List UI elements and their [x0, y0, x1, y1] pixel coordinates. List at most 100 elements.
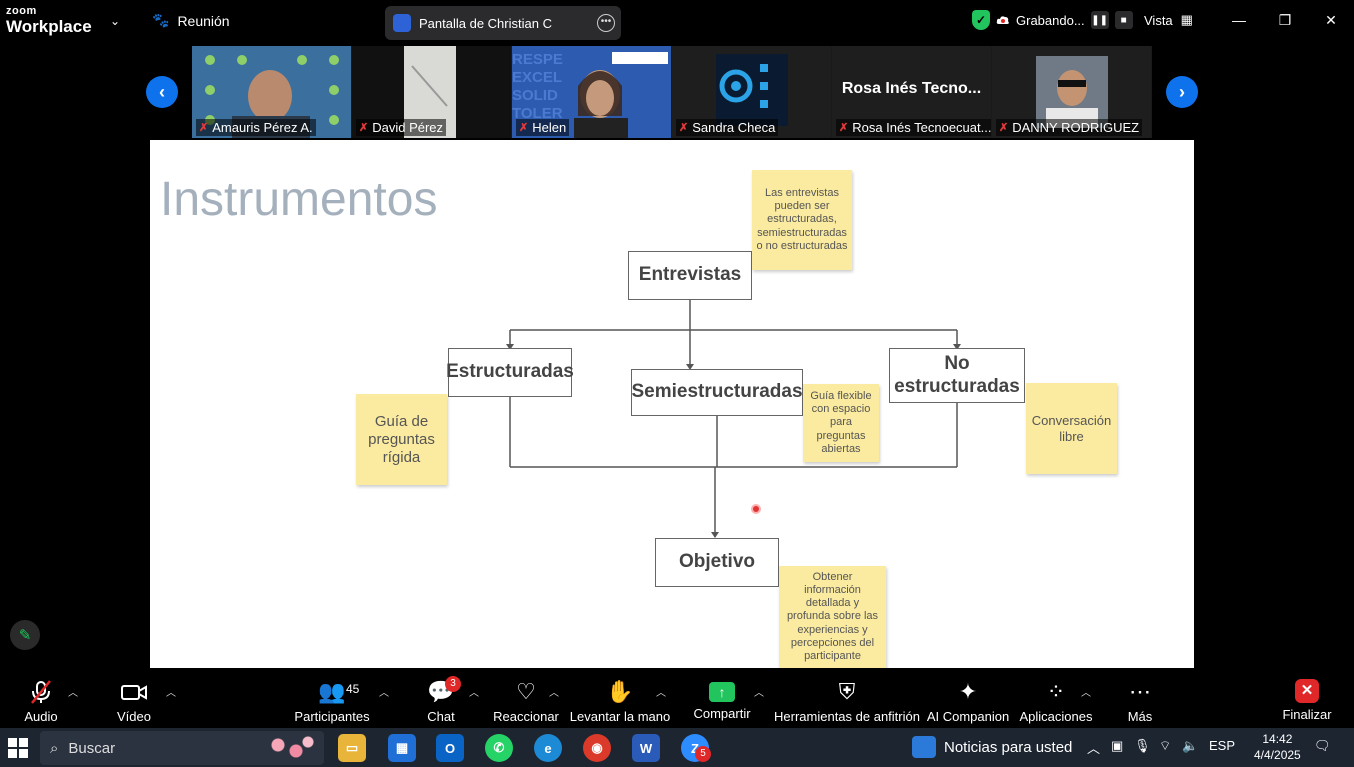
heart-icon: ♡	[516, 679, 536, 704]
gallery-prev-button[interactable]: ‹	[146, 76, 178, 108]
news-label: Noticias para usted	[944, 738, 1073, 756]
participant-tile[interactable]: ✗David Pérez	[352, 46, 511, 138]
participants-options-caret[interactable]: ︿	[379, 688, 389, 699]
share-options-caret[interactable]: ︿	[754, 688, 764, 699]
meeting-menu[interactable]: 🐾 Reunión	[152, 12, 230, 29]
notifications-icon[interactable]: 🗨	[1314, 738, 1331, 753]
encryption-shield-icon[interactable]: ✓	[972, 10, 990, 30]
video-options-caret[interactable]: ︿	[166, 688, 176, 699]
participant-tile[interactable]: ✗Sandra Checa	[672, 46, 831, 138]
sticky-note-estructuradas: Guía de preguntas rígida	[356, 394, 447, 485]
audio-options-caret[interactable]: ︿	[68, 688, 78, 699]
raise-hand-button[interactable]: ✋ Levantar la mano	[570, 670, 670, 728]
brand-bottom: Workplace	[6, 17, 92, 36]
end-x-icon: ✕	[1295, 679, 1319, 703]
mic-muted-icon: ✗	[359, 122, 369, 134]
participant-name: ✗Rosa Inés Tecnoecuat...	[836, 119, 991, 136]
mic-tray-icon[interactable]: 🎙	[1134, 738, 1151, 753]
pause-recording-button[interactable]: ❚❚	[1090, 11, 1109, 29]
chat-options-caret[interactable]: ︿	[469, 688, 479, 699]
meeting-label: Reunión	[177, 12, 230, 29]
participant-name: ✗DANNY RODRIGUEZ	[996, 119, 1143, 136]
taskbar-clock[interactable]: 14:42 4/4/2025	[1254, 731, 1301, 763]
end-meeting-button[interactable]: ✕ Finalizar	[1282, 670, 1332, 728]
svg-text:EXCEL: EXCEL	[512, 69, 562, 86]
apps-icon: ⁘	[1046, 679, 1066, 704]
mic-muted-icon: ✗	[679, 122, 689, 134]
sticky-note-semiestructuradas: Guía flexible con espacio para preguntas…	[803, 384, 879, 462]
shared-screen: Instrumentos Entrevistas E	[150, 140, 1194, 668]
camera-tray-icon[interactable]: ▣	[1111, 738, 1124, 753]
share-screen-button[interactable]: ↑ Compartir	[693, 670, 751, 728]
cherry-blossom-icon	[260, 733, 320, 763]
language-indicator[interactable]: ESP	[1209, 738, 1236, 753]
sticky-note-objetivo: Obtener información detallada y profunda…	[779, 566, 886, 668]
participants-icon: 👥	[318, 679, 346, 704]
more-button[interactable]: ⋯ Más	[1122, 670, 1158, 728]
ai-companion-button[interactable]: ✦ AI Companion	[926, 670, 1010, 728]
edge-icon[interactable]: e	[534, 734, 562, 762]
recording-label: Grabando...	[1016, 12, 1085, 28]
audio-button[interactable]: Audio	[20, 670, 62, 728]
brand-top: zoom	[6, 5, 37, 17]
participant-tile[interactable]: Rosa Inés Tecno... ✗Rosa Inés Tecnoecuat…	[832, 46, 991, 138]
participant-display-name: Rosa Inés Tecno...	[841, 80, 982, 97]
annotate-pen-icon[interactable]: ✎	[10, 620, 40, 650]
ai-companion-label: AI Companion	[926, 709, 1010, 724]
chrome-icon[interactable]: ◉	[583, 734, 611, 762]
node-estructuradas: Estructuradas	[446, 348, 574, 397]
restore-icon[interactable]: ❐	[1278, 11, 1292, 28]
participant-tile[interactable]: ✗Amauris Pérez A.	[192, 46, 351, 138]
raise-hand-options-caret[interactable]: ︿	[656, 688, 666, 699]
apps-options-caret[interactable]: ︿	[1081, 688, 1091, 699]
slide-title: Instrumentos	[160, 173, 438, 226]
news-icon	[912, 736, 936, 758]
participant-name: ✗Sandra Checa	[676, 119, 779, 136]
reactions-button[interactable]: ♡ Reaccionar	[493, 670, 559, 728]
windows-taskbar: ⌕ Buscar ▭ ▦ O ✆ e ◉ W Z 5 Noticias para…	[0, 728, 1354, 767]
meeting-toolbar: Audio ︿ Vídeo ︿ 👥 Participantes 45 ︿ 💬 C…	[0, 670, 1354, 728]
tray-chevron-icon[interactable]: ︿	[1087, 741, 1101, 756]
svg-text:TOLER: TOLER	[512, 105, 563, 122]
store-icon[interactable]: ▦	[388, 734, 416, 762]
mic-muted-icon: ✗	[839, 122, 849, 134]
minimize-icon[interactable]: —	[1232, 12, 1246, 28]
video-button[interactable]: Vídeo	[113, 670, 155, 728]
whatsapp-icon[interactable]: ✆	[485, 734, 513, 762]
zoom-logo[interactable]: zoom Workplace	[6, 5, 92, 36]
volume-icon[interactable]: 🔈	[1182, 738, 1199, 753]
search-placeholder: Buscar	[68, 739, 116, 757]
file-explorer-icon[interactable]: ▭	[338, 734, 366, 762]
windows-start-icon[interactable]	[4, 734, 32, 762]
svg-text:SOLID: SOLID	[512, 87, 558, 104]
participants-button[interactable]: 👥 Participantes	[294, 670, 369, 728]
stop-recording-button[interactable]: ■	[1114, 11, 1133, 29]
word-icon[interactable]: W	[632, 734, 660, 762]
wifi-icon[interactable]: ⌔	[1159, 738, 1172, 753]
host-tools-button[interactable]: ⛨ Herramientas de anfitrión	[774, 670, 920, 728]
news-widget[interactable]: Noticias para usted	[912, 736, 1072, 758]
share-indicator[interactable]: Pantalla de Christian C •••	[385, 6, 621, 40]
view-button[interactable]: Vista ▦	[1144, 12, 1193, 28]
apps-button[interactable]: ⁘ Aplicaciones	[1020, 670, 1093, 728]
share-label: Compartir	[693, 706, 751, 721]
mic-muted-icon	[31, 680, 51, 704]
participant-tile[interactable]: ✗DANNY RODRIGUEZ	[992, 46, 1151, 138]
zoom-taskbar-badge: 5	[695, 746, 711, 762]
node-no-estructuradas: No estructuradas	[889, 348, 1025, 403]
participants-count: 45	[346, 682, 360, 696]
outlook-icon[interactable]: O	[436, 734, 464, 762]
more-options-icon[interactable]: •••	[597, 14, 615, 32]
taskbar-search[interactable]: ⌕ Buscar	[40, 731, 324, 765]
reactions-options-caret[interactable]: ︿	[549, 688, 559, 699]
chevron-down-icon[interactable]: ⌄	[110, 14, 121, 28]
gallery-next-button[interactable]: ›	[1166, 76, 1198, 108]
video-camera-icon	[121, 685, 147, 700]
close-icon[interactable]: ✕	[1325, 11, 1337, 28]
recording-status: ✓ Grabando... ❚❚ ■	[972, 10, 1133, 30]
more-label: Más	[1127, 709, 1153, 724]
video-label: Vídeo	[117, 709, 151, 724]
